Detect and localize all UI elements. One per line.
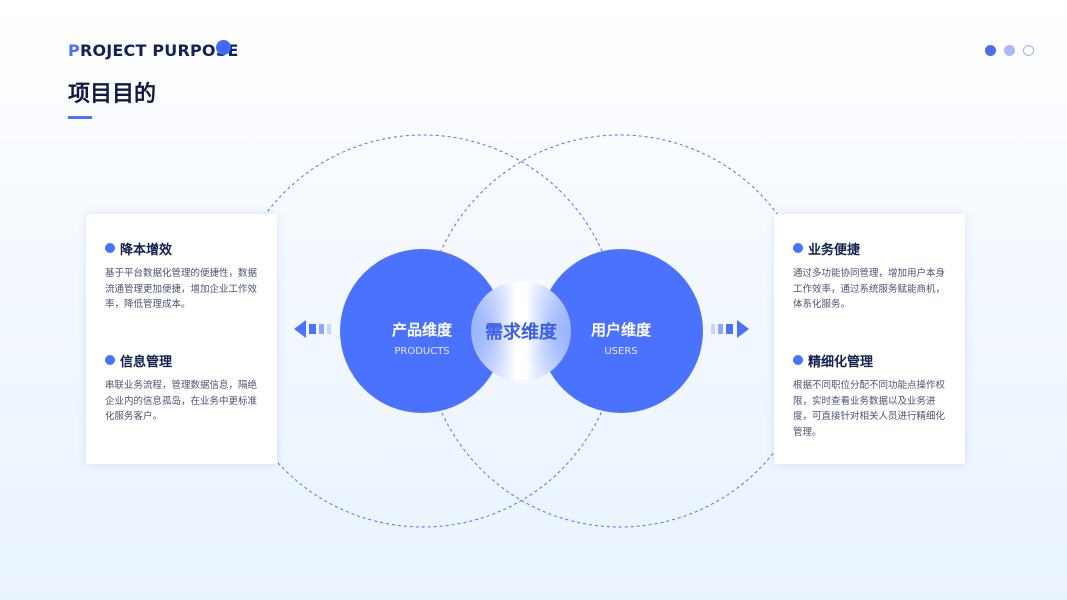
- eyebrow-first-letter: P: [68, 41, 80, 60]
- page-title: 项目目的: [68, 82, 157, 107]
- bullet-dot-icon: [105, 355, 115, 365]
- demand-label: 需求维度: [485, 322, 557, 343]
- demand-circle: 需求维度: [471, 281, 571, 381]
- bullet-dot-icon: [793, 355, 803, 365]
- bullet-dot-icon: [793, 243, 803, 253]
- title-underline: [68, 116, 92, 119]
- feature-title: 业务便捷: [808, 242, 861, 258]
- page-indicator: [985, 45, 1034, 56]
- arrow-left-icon: [294, 320, 331, 338]
- feature-text: 通过多功能协同管理，增加用户本身工作效率，通过系统服务赋能商机，体系化服务。: [793, 268, 946, 311]
- feature-business-convenience: 业务便捷 通过多功能协同管理，增加用户本身工作效率，通过系统服务赋能商机，体系化…: [793, 240, 951, 313]
- feature-fine-management: 精细化管理 根据不同职位分配不同功能点操作权限，实时查看业务数据以及业务进度，可…: [793, 352, 951, 440]
- feature-title: 精细化管理: [808, 354, 874, 370]
- products-sublabel: PRODUCTS: [394, 346, 450, 357]
- eyebrow-rest: ROJECT PURPOSE: [79, 41, 239, 60]
- products-label: 产品维度: [391, 321, 452, 339]
- products-circle: 产品维度 PRODUCTS: [340, 249, 504, 413]
- users-label: 用户维度: [590, 321, 651, 339]
- feature-text: 串联业务流程，管理数据信息，隔绝企业内的信息孤岛，在业务中更标准化服务客户。: [105, 380, 258, 423]
- page-dot-3[interactable]: [1023, 45, 1034, 56]
- eyebrow-title: PROJECT PURPOSE: [68, 41, 239, 60]
- feature-info-management: 信息管理 串联业务流程，管理数据信息，隔绝企业内的信息孤岛，在业务中更标准化服务…: [105, 352, 263, 425]
- feature-title: 降本增效: [120, 242, 173, 258]
- arrow-right-icon: [711, 320, 749, 338]
- feature-cost-efficiency: 降本增效 基于平台数据化管理的便捷性，数据流通管理更加便捷，增加企业工作效率，降…: [105, 240, 263, 313]
- bullet-dot-icon: [105, 243, 115, 253]
- page-dot-1[interactable]: [985, 45, 996, 56]
- feature-text: 基于平台数据化管理的便捷性，数据流通管理更加便捷，增加企业工作效率，降低管理成本…: [105, 268, 258, 311]
- feature-title: 信息管理: [120, 354, 173, 370]
- decor-dot: [216, 40, 231, 55]
- left-card: 降本增效 基于平台数据化管理的便捷性，数据流通管理更加便捷，增加企业工作效率，降…: [86, 214, 277, 464]
- page-dot-2[interactable]: [1004, 45, 1015, 56]
- feature-text: 根据不同职位分配不同功能点操作权限，实时查看业务数据以及业务进度，可直接针对相关…: [793, 380, 946, 438]
- users-sublabel: USERS: [604, 346, 638, 357]
- right-card: 业务便捷 通过多功能协同管理，增加用户本身工作效率，通过系统服务赋能商机，体系化…: [774, 214, 965, 464]
